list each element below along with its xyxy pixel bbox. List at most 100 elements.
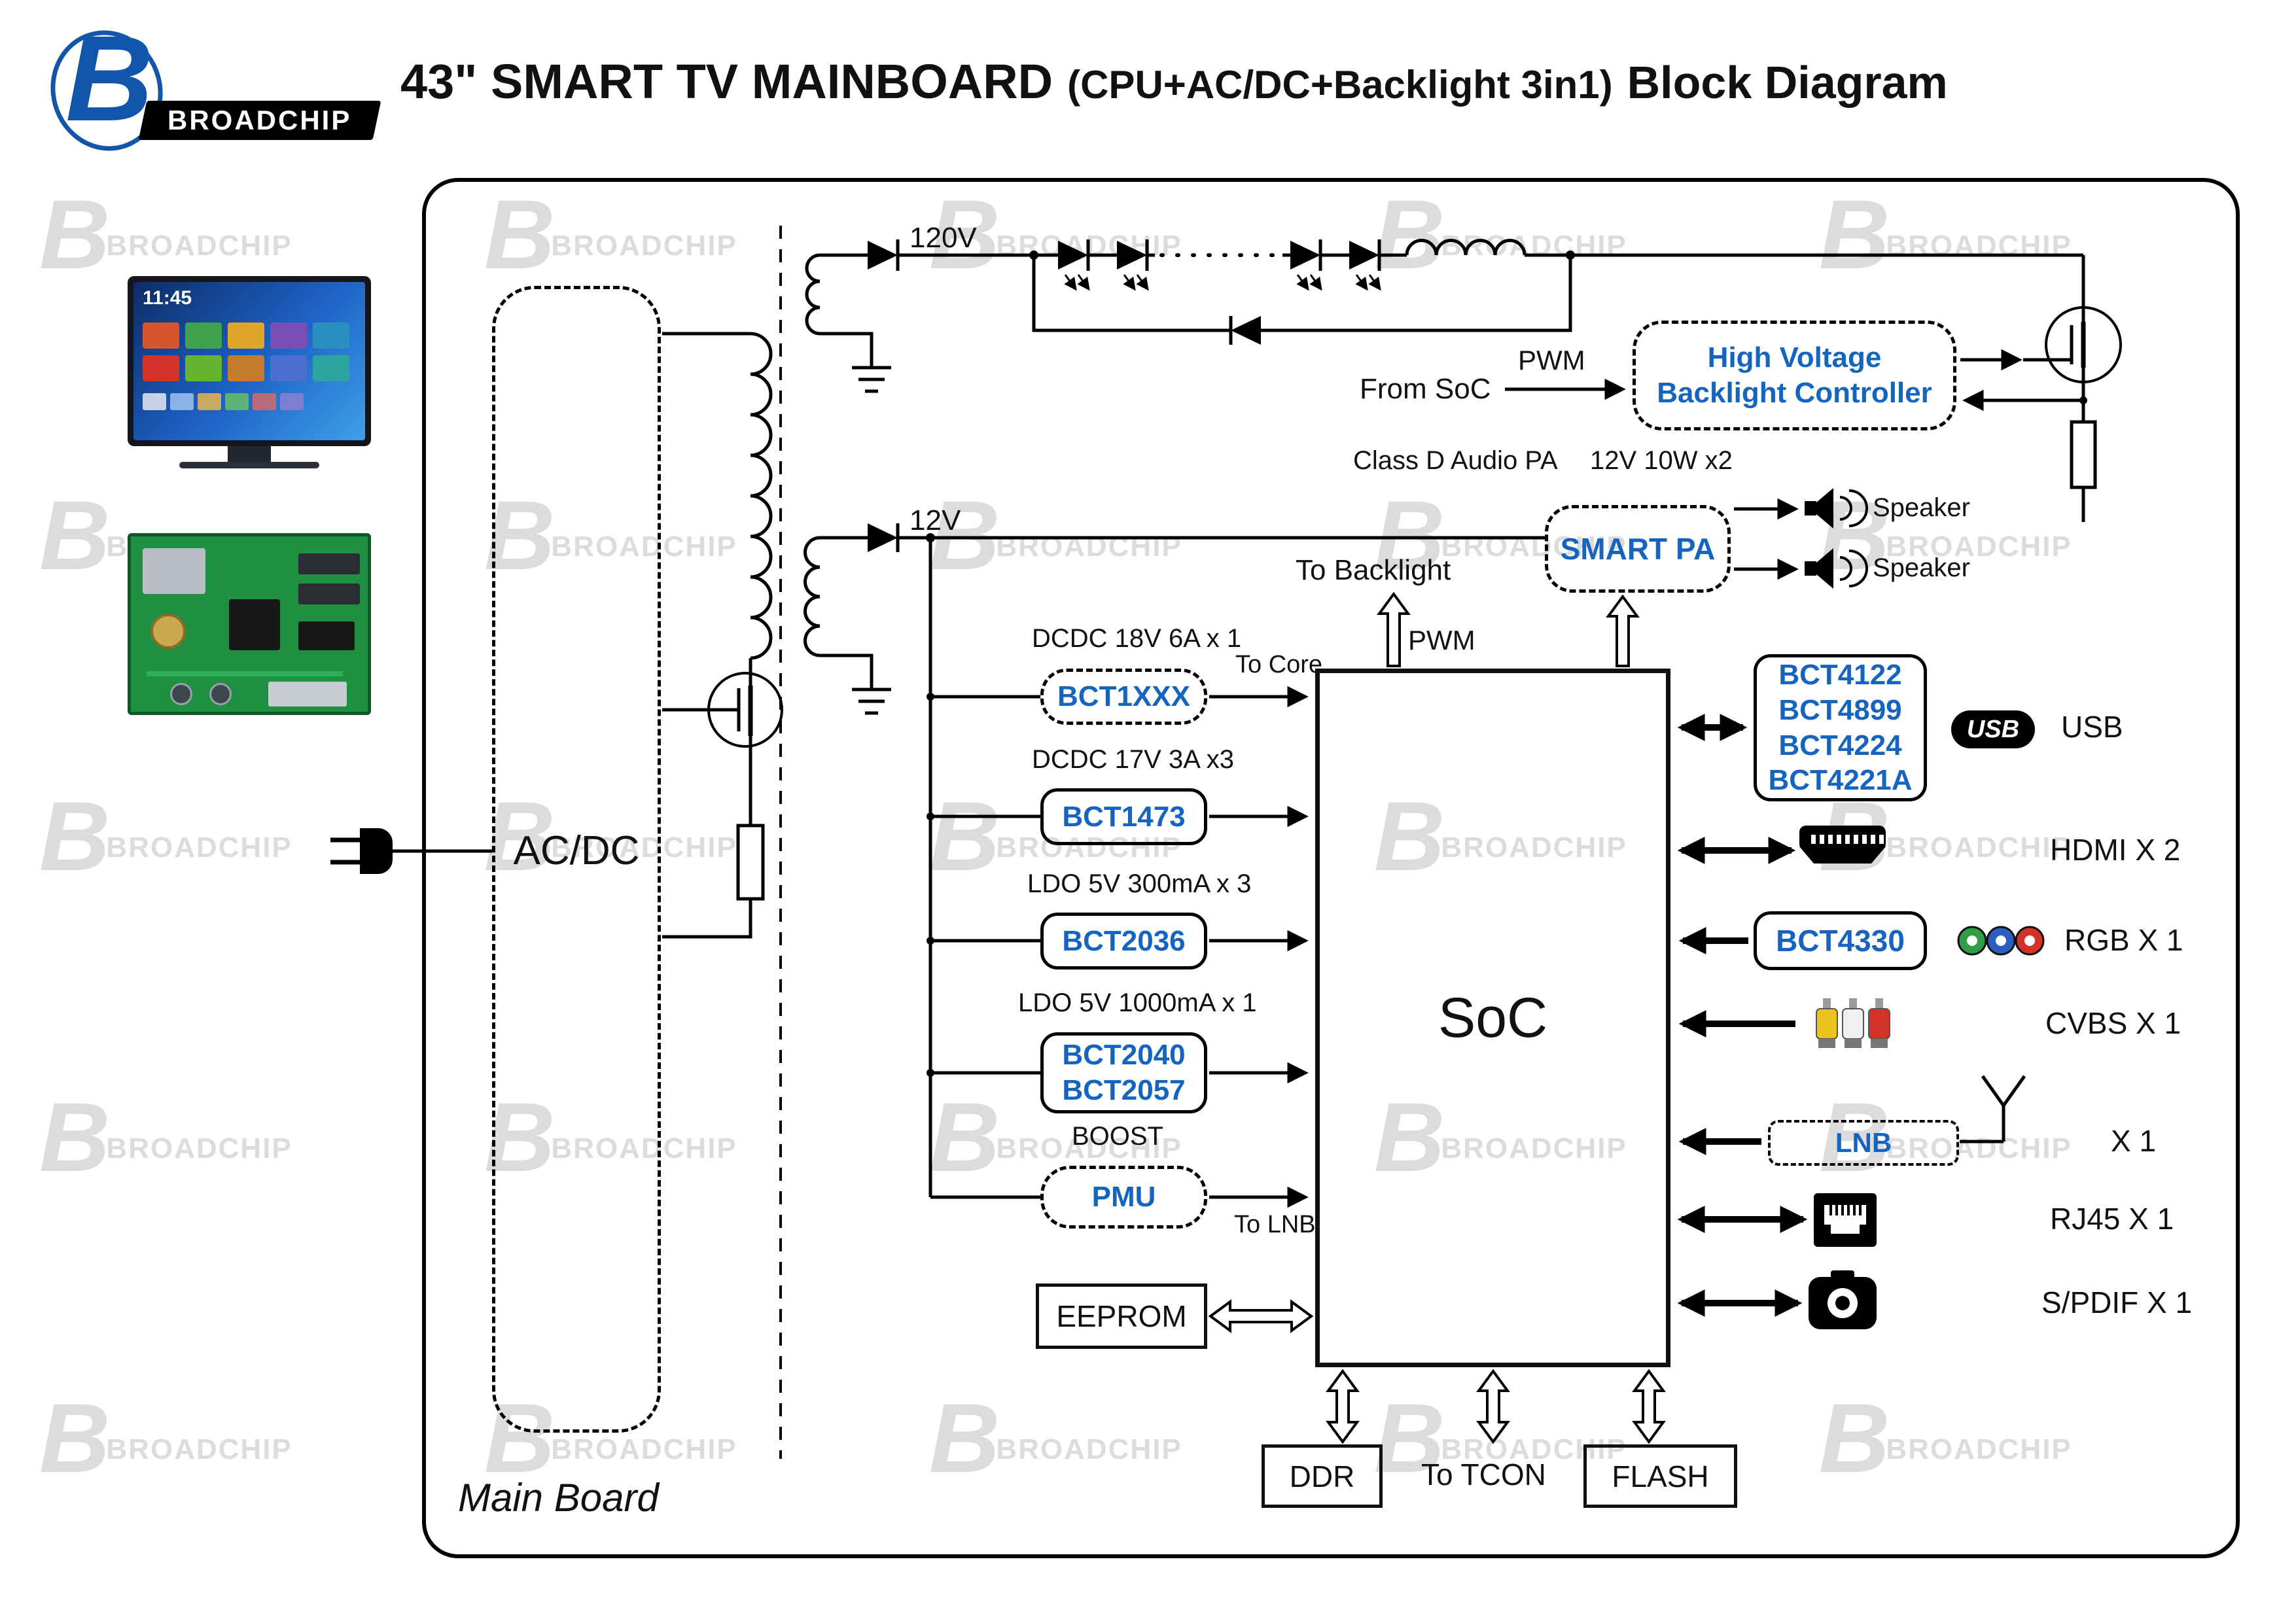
regulator-arrows (1209, 686, 1309, 1208)
tv-tile (198, 393, 221, 410)
usb-logo-text: USB (1966, 715, 2020, 743)
tv-tile-row-2 (143, 355, 349, 381)
to-tcon-label: To TCON (1421, 1457, 1546, 1492)
to-backlight-pwm-arrow (1377, 591, 1411, 667)
bct2036-box: BCT2036 (1040, 913, 1207, 969)
antenna-icon (1960, 1075, 2026, 1143)
pcb-part-cap (170, 683, 192, 705)
tv-tile-row-3 (143, 393, 304, 410)
from-soc-label: From SoC (1360, 373, 1491, 405)
pcb-part-trace (147, 671, 343, 676)
bct4330-box: BCT4330 (1754, 911, 1927, 970)
to-core-label: To Core (1235, 651, 1323, 678)
rgb-connectors-icon (1957, 926, 2045, 956)
usb-chip-1: BCT4122 (1778, 659, 1902, 691)
speaker-icon (1803, 547, 1868, 590)
speaker-icon (1805, 488, 1868, 529)
rj45-icon (1814, 1193, 1877, 1247)
acdc-label: AC/DC (513, 828, 640, 873)
transformer-secondary-12v (804, 523, 1545, 715)
tv-tile (185, 323, 222, 349)
tv-tile (253, 393, 276, 410)
usb-logo-icon: USB (1951, 710, 2035, 748)
pmu-box: PMU (1040, 1166, 1207, 1229)
tv-tile (228, 323, 264, 349)
tv-frame: 11:45 (128, 276, 371, 446)
tv-tile (170, 393, 194, 410)
eeprom-soc-arrow (1208, 1299, 1314, 1333)
ddr-box: DDR (1262, 1444, 1383, 1508)
soc-ddr-arrow (1326, 1369, 1360, 1444)
bct1473-box: BCT1473 (1040, 788, 1207, 845)
usb-chip-4: BCT4221A (1768, 764, 1913, 797)
hdmi-icon (1799, 826, 1886, 864)
ddr-label: DDR (1289, 1459, 1355, 1493)
pcb-part-heatsink (143, 548, 205, 594)
regulator-desc-3: LDO 5V 300mA x 3 (1027, 869, 1252, 898)
usb-chip-3: BCT4224 (1778, 729, 1902, 761)
rail-12v-bus (926, 533, 1040, 1199)
pwm-in-label: PWM (1518, 345, 1585, 375)
spdif-port-label: S/PDIF X 1 (2041, 1285, 2193, 1320)
pmu-label: PMU (1091, 1181, 1156, 1213)
pcb-part-cap (209, 683, 232, 705)
tv-tile (270, 355, 307, 381)
bct2040-label: BCT2040 (1062, 1039, 1186, 1072)
tv-photo: 11:45 (128, 276, 371, 472)
pcb-photo (128, 533, 371, 715)
lnb-port-label: X 1 (2111, 1124, 2157, 1159)
bct4330-label: BCT4330 (1776, 923, 1905, 958)
main-board-frame (422, 178, 2240, 1558)
bct2036-label: BCT2036 (1062, 924, 1186, 957)
page-title: 43" SMART TV MAINBOARD (CPU+AC/DC+Backli… (400, 54, 1948, 109)
bct2057-label: BCT2057 (1062, 1074, 1186, 1106)
rj45-port-label: RJ45 X 1 (2050, 1202, 2174, 1236)
soc-flash-arrow (1632, 1369, 1666, 1444)
pcb-part-connector (298, 584, 360, 604)
tv-tile (185, 355, 222, 381)
backlight-mosfet-icon (1960, 255, 2122, 522)
soc-label: SoC (1438, 986, 1548, 1049)
bct1xxx-box: BCT1XXX (1040, 669, 1207, 725)
tv-tile (270, 323, 307, 349)
bct1xxx-label: BCT1XXX (1057, 680, 1190, 713)
tv-stand (228, 446, 271, 462)
soc-tcon-arrow (1476, 1369, 1510, 1444)
rail-120v-label: 120V (910, 222, 977, 254)
acdc-block (492, 286, 661, 1433)
brand-logo: B BROADCHIP (36, 11, 381, 164)
title-suffix: Block Diagram (1627, 57, 1948, 108)
pcb-part-ram (298, 621, 355, 650)
lnb-label: LNB (1835, 1127, 1892, 1159)
flash-label: FLASH (1612, 1459, 1709, 1493)
tv-tile (225, 393, 249, 410)
to-backlight-label: To Backlight (1296, 554, 1451, 586)
usb-chips-box: BCT4122 BCT4899 BCT4224 BCT4221A (1754, 654, 1927, 801)
eeprom-box: EEPROM (1036, 1283, 1207, 1349)
pcb-part-soc (229, 599, 280, 650)
cvbs-connectors-icon (1816, 998, 1890, 1048)
high-voltage-backlight-controller-box: High Voltage Backlight Controller (1633, 321, 1956, 430)
speaker-label-top: Speaker (1873, 493, 1970, 522)
pcb-part-connector (298, 553, 360, 574)
title-main: 43" SMART TV MAINBOARD (400, 54, 1053, 109)
pcb-part-coil (150, 614, 186, 649)
tv-tile (143, 355, 179, 381)
pwm-soc-label: PWM (1408, 625, 1475, 655)
usb-chip-2: BCT4899 (1778, 693, 1902, 726)
logo-banner-text: BROADCHIP (168, 105, 352, 135)
lnb-box: LNB (1768, 1120, 1959, 1166)
acdc-primary-circuit (662, 332, 783, 939)
main-board-label: Main Board (458, 1476, 659, 1520)
tv-tile-row-1 (143, 323, 349, 349)
tv-tile (143, 323, 179, 349)
tv-screen: 11:45 (133, 282, 365, 440)
transformer-secondary-120v (805, 239, 1034, 393)
tv-clock: 11:45 (143, 287, 192, 309)
eeprom-label: EEPROM (1056, 1299, 1187, 1333)
rgb-port-label: RGB X 1 (2064, 923, 2183, 958)
regulator-desc-4: LDO 5V 1000mA x 1 (1018, 988, 1257, 1017)
spdif-icon (1809, 1270, 1877, 1329)
